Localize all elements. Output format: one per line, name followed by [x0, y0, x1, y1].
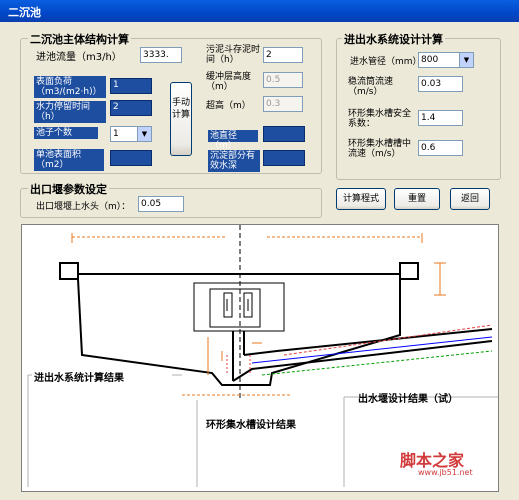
water-line	[251, 336, 493, 364]
inlet-system-title: 进出水系统设计计算	[342, 31, 445, 47]
window-title: 二沉池	[8, 6, 41, 19]
pool-count-value: 1	[113, 129, 119, 139]
sludge-time-label: 污泥斗存泥时间（h）	[206, 45, 261, 65]
safety-factor-label: 环形集水槽安全系数：	[348, 109, 412, 129]
single-area-label: 单池表面积（m2）	[34, 149, 104, 171]
pool-count-select[interactable]: 1 ▼	[110, 126, 152, 142]
single-area-output	[110, 150, 152, 166]
weir-title: 出口堰参数设定	[28, 181, 109, 197]
green-dash-line	[261, 350, 493, 376]
pipe-diameter-label: 进水管径（mm）	[350, 57, 422, 67]
surface-load-label: 表面负荷（m3/(m2·h)）	[34, 76, 106, 98]
hold-time-label: 水力停留时间（h）	[34, 101, 106, 123]
main-structure-title: 二沉池主体结构计算	[28, 31, 131, 47]
inflow-label: 进池流量（m3/h）	[36, 52, 122, 63]
side-dimension-lines	[182, 262, 446, 396]
hold-time-input[interactable]: 2	[110, 100, 152, 116]
buffer-height-input[interactable]: 0.5	[263, 72, 303, 88]
pipe-diameter-value: 800	[421, 55, 439, 65]
title-bar[interactable]: 二沉池	[0, 0, 519, 22]
manual-calc-button[interactable]: 手动计算	[170, 82, 192, 156]
clarifier-section-svg	[27, 225, 498, 487]
surface-load-input[interactable]: 1	[110, 78, 152, 94]
red-dash-line	[283, 324, 493, 356]
inlet-pipe	[232, 328, 493, 382]
watermark-logo: 脚本之家	[400, 451, 465, 470]
superelev-label: 超高（m）	[206, 101, 251, 111]
top-dimension-lines	[71, 233, 423, 243]
stilling-well	[193, 282, 285, 332]
pipe-diameter-select[interactable]: 800 ▼	[418, 52, 474, 68]
safety-factor-input[interactable]: 1.4	[418, 110, 463, 126]
result-boxes	[27, 374, 498, 487]
diameter-output	[263, 126, 305, 142]
channel-speed-input[interactable]: 0.6	[418, 140, 463, 156]
pool-count-label: 池子个数	[34, 127, 98, 139]
weir-head-label: 出口堰堰上水头（m）：	[36, 202, 131, 212]
buffer-height-label: 缓冲层高度（m）	[206, 72, 252, 92]
diameter-label: 池直径（m）	[208, 130, 258, 151]
reset-button[interactable]: 重置	[394, 188, 440, 210]
effective-depth-output	[263, 150, 305, 166]
back-button[interactable]: 返回	[450, 188, 490, 210]
superelev-input[interactable]: 0.3	[263, 96, 303, 112]
channel-speed-label: 环形集水槽槽中流速（m/s）	[348, 139, 412, 159]
watermark-url: www.jb51.net	[418, 468, 473, 477]
weir-result-title: 出水堰设计结果（试）	[358, 394, 458, 405]
flow-speed-label: 稳流筒流速（m/s）	[348, 77, 394, 97]
sludge-time-input[interactable]: 2	[263, 47, 303, 63]
inflow-input[interactable]: 3333.	[140, 47, 182, 63]
effective-depth-label: 沉淀部分有效水深	[208, 150, 260, 172]
weir-group	[20, 188, 322, 218]
calc-button[interactable]: 计算程式	[336, 188, 386, 210]
chevron-down-icon[interactable]: ▼	[459, 53, 473, 67]
channel-result-title: 环形集水槽设计结果	[206, 420, 296, 431]
clarifier-drawing	[21, 224, 499, 492]
weir-head-input[interactable]: 0.05	[138, 196, 184, 212]
pipe-entry-dash	[226, 355, 251, 375]
flow-speed-input[interactable]: 0.03	[418, 76, 463, 92]
chevron-down-icon[interactable]: ▼	[137, 127, 151, 141]
inlet-result-title: 进出水系统计算结果	[34, 373, 124, 384]
main-structure-group	[20, 38, 322, 174]
tank-outline	[59, 262, 419, 386]
